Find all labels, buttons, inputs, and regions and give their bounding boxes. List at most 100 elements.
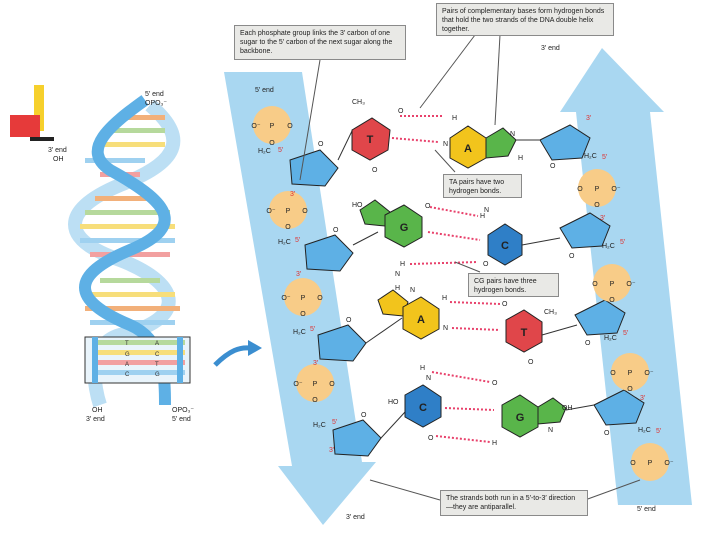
left-sugar-2: 5′ H₂C O 3′ bbox=[278, 227, 354, 278]
helix-five-end-bottom: 5′ end bbox=[172, 416, 191, 423]
svg-text:O: O bbox=[318, 141, 324, 148]
svg-text:O: O bbox=[312, 397, 318, 404]
svg-text:H: H bbox=[395, 285, 400, 292]
box-letter-t: T bbox=[125, 341, 129, 347]
svg-text:O: O bbox=[398, 108, 404, 115]
svg-text:O: O bbox=[483, 261, 489, 268]
corner-yellow-bar bbox=[34, 85, 44, 131]
base-cytosine-1 bbox=[487, 223, 523, 266]
svg-text:O: O bbox=[630, 460, 636, 467]
right-sugar-3: 5′ H₂C O bbox=[574, 299, 629, 347]
svg-text:O⁻: O⁻ bbox=[644, 370, 653, 377]
left-strand-five-end: 5′ end bbox=[255, 87, 274, 94]
left-phosphate-4: P O⁻ O O bbox=[293, 364, 335, 404]
svg-text:H: H bbox=[480, 213, 485, 220]
svg-text:H: H bbox=[442, 295, 447, 302]
svg-text:3′: 3′ bbox=[600, 215, 606, 222]
left-phosphate-2: P O⁻ O O bbox=[266, 191, 308, 231]
helix-five-end-top: 5′ end bbox=[145, 91, 164, 98]
svg-text:P: P bbox=[628, 370, 633, 377]
callout-phosphate-link: Each phosphate group links the 3′ carbon… bbox=[234, 25, 406, 60]
svg-text:N: N bbox=[443, 141, 448, 148]
svg-text:N: N bbox=[510, 131, 515, 138]
svg-text:OH: OH bbox=[562, 405, 573, 412]
svg-text:5′: 5′ bbox=[656, 428, 662, 435]
svg-text:P: P bbox=[270, 123, 275, 130]
leader-phosphate bbox=[299, 59, 321, 181]
base-guanine-1 bbox=[384, 204, 423, 248]
svg-text:CH₃: CH₃ bbox=[544, 309, 557, 316]
right-strand-three-end: 3′ end bbox=[541, 45, 560, 52]
left-sugar-3: 5′ H₂C O 3′ bbox=[293, 317, 367, 367]
svg-text:O⁻: O⁻ bbox=[293, 381, 302, 388]
box-letter-g: G bbox=[125, 352, 130, 358]
svg-text:T: T bbox=[367, 134, 374, 146]
svg-text:O: O bbox=[300, 311, 306, 318]
svg-text:O: O bbox=[502, 301, 508, 308]
leader-ta bbox=[434, 149, 456, 173]
svg-text:P: P bbox=[301, 295, 306, 302]
svg-text:H₂C: H₂C bbox=[604, 335, 617, 342]
svg-text:N: N bbox=[426, 375, 431, 382]
svg-text:O⁻: O⁻ bbox=[251, 123, 260, 130]
left-sugar-4: 5′ H₂C O 3′ bbox=[313, 412, 382, 457]
svg-text:HO: HO bbox=[352, 202, 363, 209]
right-phosphate-4: P O O⁻ bbox=[630, 443, 674, 481]
svg-text:P: P bbox=[286, 208, 291, 215]
box-letter-c2: C bbox=[125, 372, 130, 378]
svg-text:N: N bbox=[410, 287, 415, 294]
svg-text:H: H bbox=[492, 440, 497, 447]
base-pair-c-g: C H N O HO O H G OH N bbox=[380, 365, 595, 447]
svg-text:P: P bbox=[595, 186, 600, 193]
svg-text:O: O bbox=[585, 340, 591, 347]
svg-text:H: H bbox=[400, 261, 405, 268]
svg-text:H₂C: H₂C bbox=[313, 422, 326, 429]
svg-text:N: N bbox=[443, 325, 448, 332]
svg-text:3′: 3′ bbox=[290, 191, 296, 198]
svg-text:O: O bbox=[592, 281, 598, 288]
helix-three-end-bottom: 3′ end bbox=[86, 416, 105, 423]
base-pair-a-t: A H N H N O T CH₃ O bbox=[365, 285, 578, 366]
box-letter-g2: G bbox=[155, 372, 160, 378]
svg-text:O: O bbox=[372, 167, 378, 174]
right-phosphate-1: P O O⁻ O bbox=[577, 169, 621, 209]
helix-oh-bottom: OH bbox=[92, 407, 103, 414]
box-letter-a: A bbox=[155, 341, 159, 347]
svg-text:G: G bbox=[400, 222, 409, 234]
helix-opo3-top: OPO₃⁻ bbox=[145, 100, 167, 107]
svg-text:P: P bbox=[610, 281, 615, 288]
right-sugar-2: 3′ 5′ H₂C O bbox=[559, 212, 626, 260]
callout-antiparallel: The strands both run in a 5′-to-3′ direc… bbox=[440, 490, 588, 516]
svg-text:O⁻: O⁻ bbox=[664, 460, 673, 467]
svg-text:5′: 5′ bbox=[332, 419, 338, 426]
base-pair-t-a: T CH₃ O O H N A N H bbox=[337, 99, 540, 174]
svg-text:3′: 3′ bbox=[313, 360, 319, 367]
svg-text:5′: 5′ bbox=[310, 326, 316, 333]
leader-antiparallel-1 bbox=[369, 479, 441, 501]
left-sugar-1: 5′ H₂C O 3′ bbox=[258, 141, 339, 198]
svg-text:5′: 5′ bbox=[278, 147, 284, 154]
leader-pairs-1 bbox=[419, 34, 476, 109]
svg-text:3′: 3′ bbox=[586, 115, 592, 122]
svg-text:O: O bbox=[425, 203, 431, 210]
right-sugar-4: 3′ 5′ H₂C O bbox=[593, 389, 662, 437]
svg-text:5′: 5′ bbox=[623, 330, 629, 337]
svg-text:O: O bbox=[528, 359, 534, 366]
svg-text:H₂C: H₂C bbox=[278, 239, 291, 246]
svg-text:O: O bbox=[577, 186, 583, 193]
left-strand-three-end: 3′ end bbox=[346, 514, 365, 521]
svg-text:O: O bbox=[317, 295, 323, 302]
svg-text:O: O bbox=[428, 435, 434, 442]
corner-mark bbox=[10, 85, 56, 145]
box-letter-a2: A bbox=[125, 362, 129, 368]
right-sugar-1: 3′ 5′ H₂C O bbox=[539, 115, 608, 170]
svg-text:O: O bbox=[361, 412, 367, 419]
svg-text:C: C bbox=[419, 402, 427, 414]
svg-text:O: O bbox=[346, 317, 352, 324]
base-cytosine-2 bbox=[404, 384, 442, 428]
svg-text:O: O bbox=[333, 227, 339, 234]
callout-ta-pairs: TA pairs have two hydrogen bonds. bbox=[443, 174, 522, 198]
leader-pairs-2 bbox=[494, 34, 501, 126]
helix-three-end: 3′ end bbox=[48, 147, 67, 154]
